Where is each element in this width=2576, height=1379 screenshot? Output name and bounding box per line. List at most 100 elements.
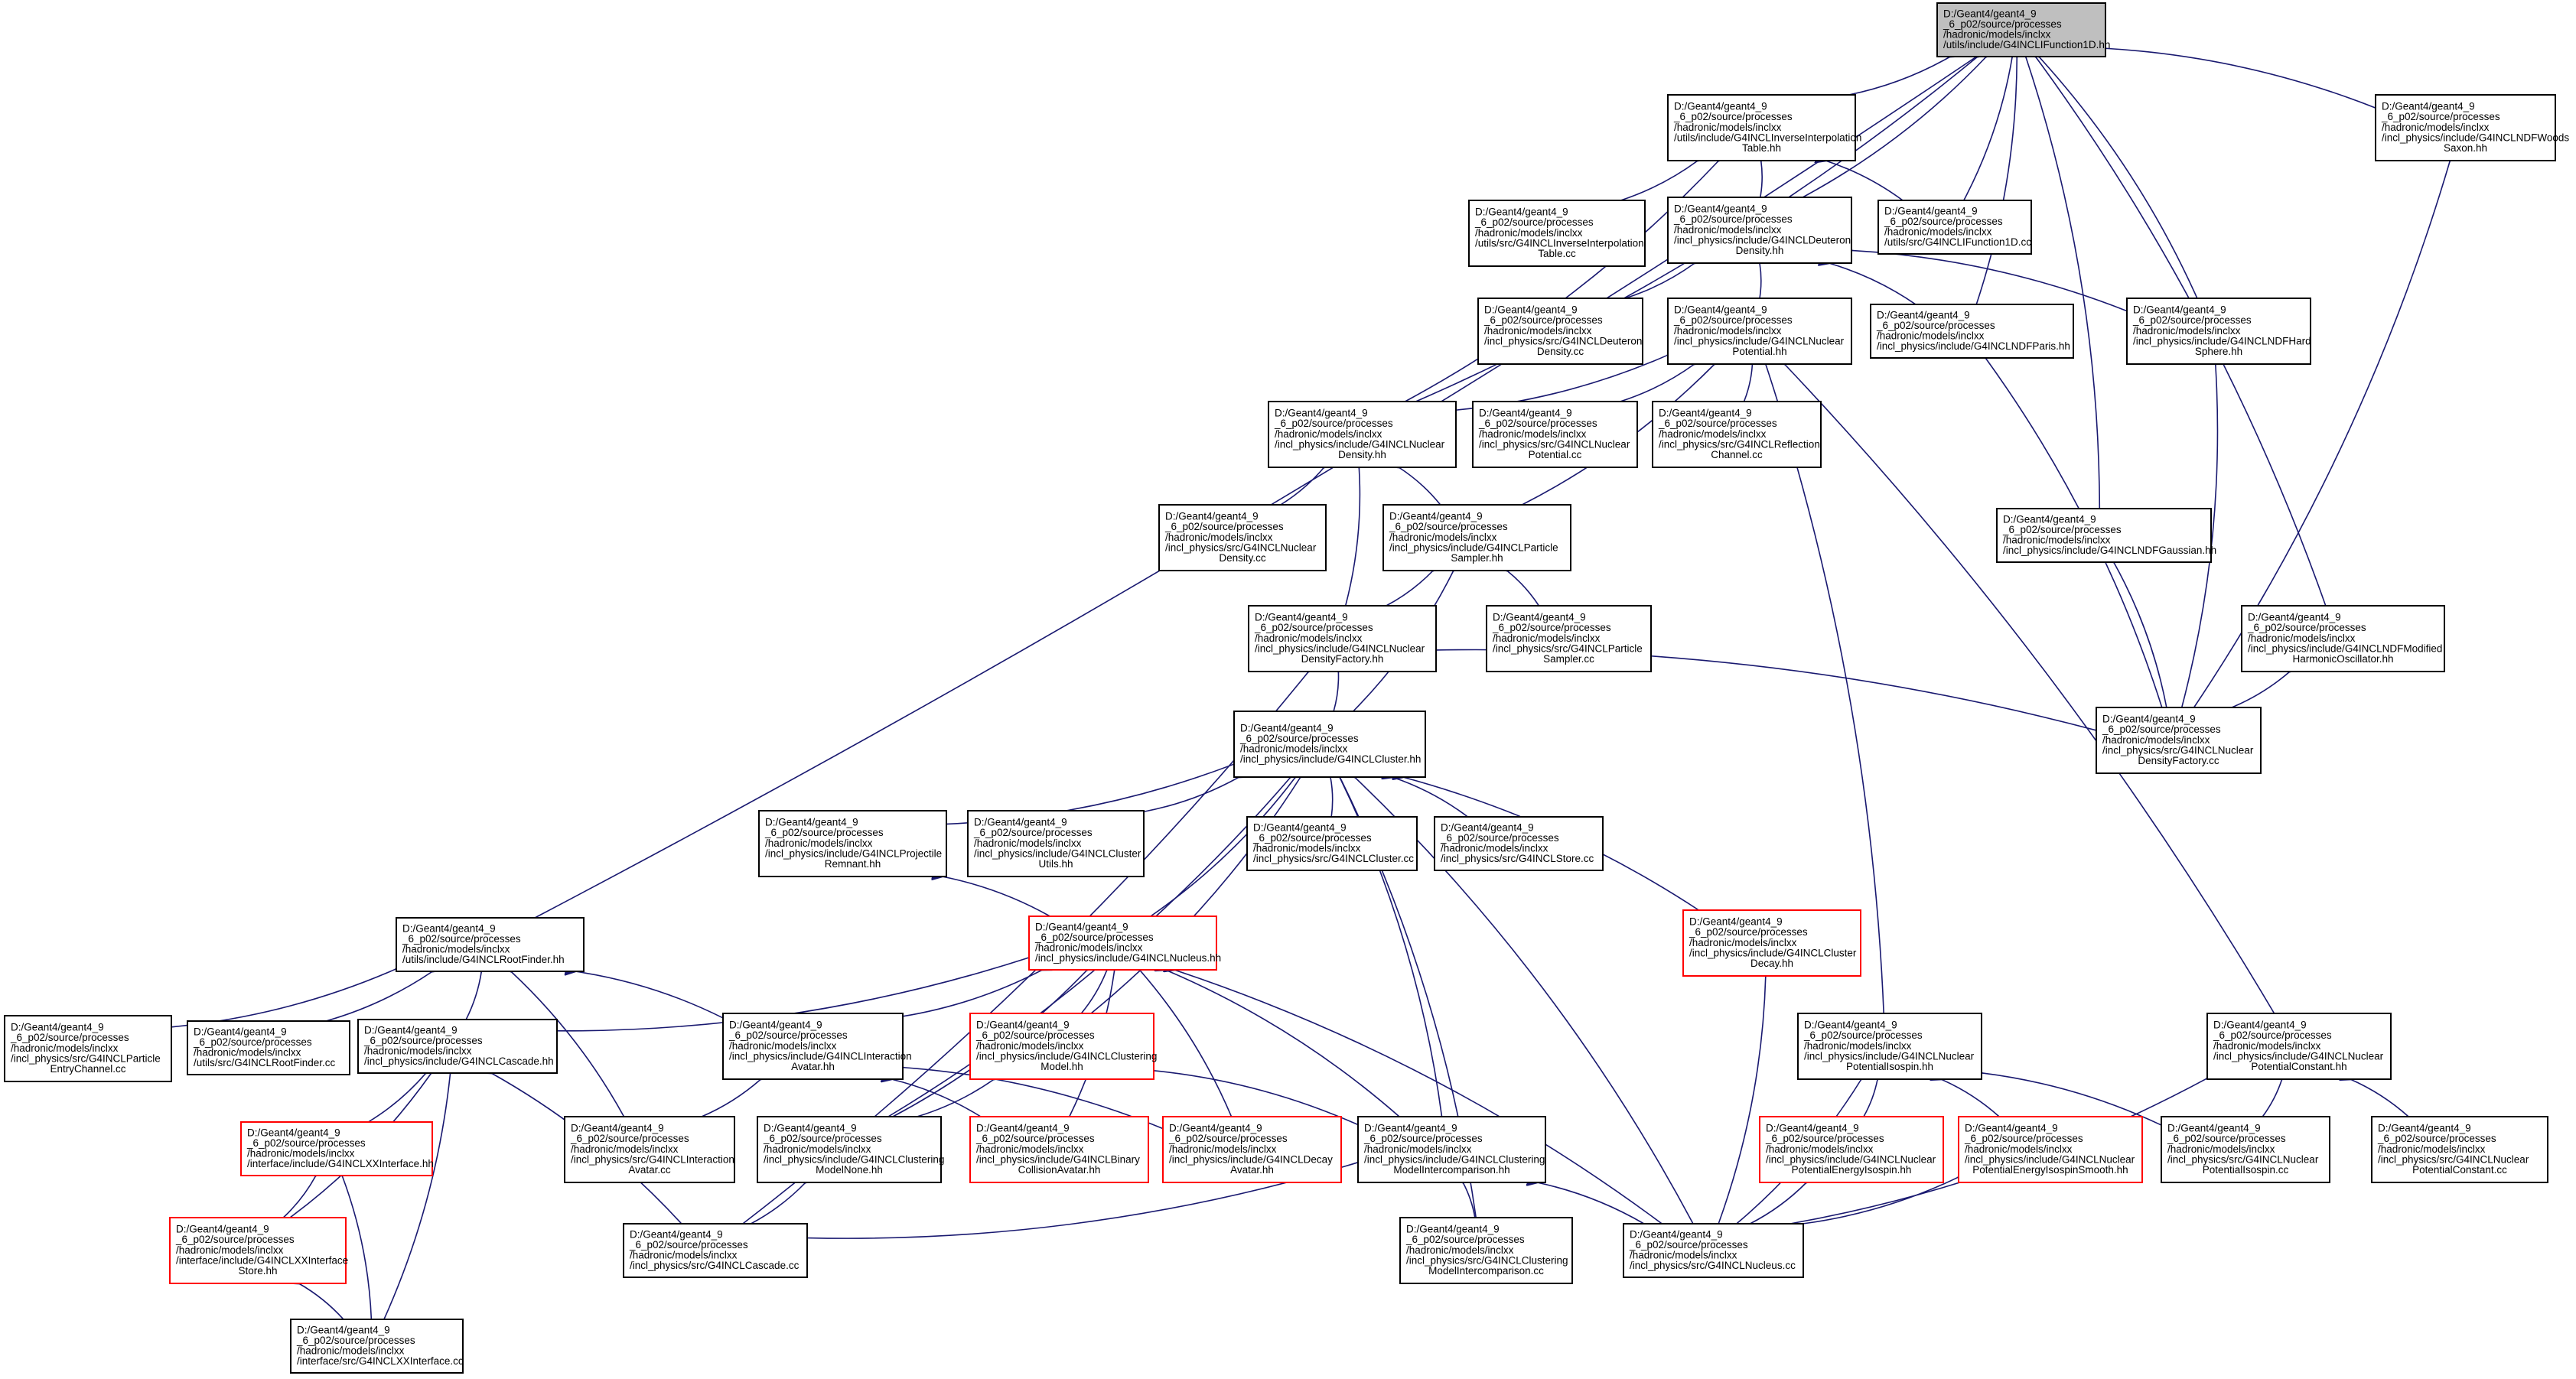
node-box[interactable]: [1797, 1013, 1982, 1080]
node-box[interactable]: [758, 810, 947, 877]
file-node-root[interactable]: D:/Geant4/geant4_9_6_p02/source/processe…: [1936, 2, 2110, 57]
node-box[interactable]: [357, 1019, 558, 1074]
file-node-denfac-cc[interactable]: D:/Geant4/geant4_9_6_p02/source/processe…: [2096, 707, 2262, 774]
file-node-psamp-cc[interactable]: D:/Geant4/geant4_9_6_p02/source/processe…: [1486, 605, 1652, 672]
node-box[interactable]: [396, 917, 585, 972]
file-node-denfac-hh[interactable]: D:/Geant4/geant4_9_6_p02/source/processe…: [1248, 605, 1437, 672]
node-box[interactable]: [1667, 298, 1852, 365]
file-node-invtab-cc[interactable]: D:/Geant4/geant4_9_6_p02/source/processe…: [1468, 200, 1646, 267]
node-box[interactable]: [1936, 2, 2106, 57]
node-box[interactable]: [2206, 1013, 2392, 1080]
file-node-ifunc-cc[interactable]: D:/Geant4/geant4_9_6_p02/source/processe…: [1877, 200, 2032, 255]
node-box[interactable]: [240, 1121, 433, 1176]
node-box[interactable]: [564, 1116, 735, 1183]
file-node-cascade-cc[interactable]: D:/Geant4/geant4_9_6_p02/source/processe…: [623, 1223, 808, 1278]
node-box[interactable]: [722, 1013, 904, 1080]
file-node-xxiface-cc[interactable]: D:/Geant4/geant4_9_6_p02/source/processe…: [290, 1319, 464, 1374]
file-node-ndfwoods-hh[interactable]: D:/Geant4/geant4_9_6_p02/source/processe…: [2375, 94, 2569, 161]
file-node-bincoll-hh[interactable]: D:/Geant4/geant4_9_6_p02/source/processe…: [969, 1116, 1149, 1183]
node-box[interactable]: [187, 1020, 350, 1075]
node-box[interactable]: [4, 1015, 172, 1082]
node-box[interactable]: [2161, 1116, 2330, 1183]
file-node-peisosm-hh[interactable]: D:/Geant4/geant4_9_6_p02/source/processe…: [1958, 1116, 2143, 1183]
node-box[interactable]: [169, 1217, 347, 1284]
node-box[interactable]: [1248, 605, 1437, 672]
node-box[interactable]: [1996, 508, 2212, 563]
file-node-clmic-hh[interactable]: D:/Geant4/geant4_9_6_p02/source/processe…: [1357, 1116, 1546, 1183]
node-box[interactable]: [1667, 94, 1856, 161]
file-node-rootfind-hh[interactable]: D:/Geant4/geant4_9_6_p02/source/processe…: [396, 917, 585, 972]
node-box[interactable]: [1667, 197, 1852, 264]
file-node-potconst-cc[interactable]: D:/Geant4/geant4_9_6_p02/source/processe…: [2371, 1116, 2548, 1183]
file-node-psamp-hh[interactable]: D:/Geant4/geant4_9_6_p02/source/processe…: [1382, 504, 1571, 571]
node-box[interactable]: [1158, 504, 1327, 571]
node-box[interactable]: [2375, 94, 2556, 161]
file-node-ndfhard-hh[interactable]: D:/Geant4/geant4_9_6_p02/source/processe…: [2126, 298, 2311, 365]
node-box[interactable]: [969, 1013, 1154, 1080]
node-box[interactable]: [1357, 1116, 1546, 1183]
node-box[interactable]: [1477, 298, 1643, 365]
file-node-projrem-hh[interactable]: D:/Geant4/geant4_9_6_p02/source/processe…: [758, 810, 947, 877]
node-box[interactable]: [1162, 1116, 1342, 1183]
node-box[interactable]: [1399, 1217, 1573, 1284]
node-box[interactable]: [623, 1223, 808, 1278]
node-box[interactable]: [1877, 200, 2032, 255]
node-box[interactable]: [1468, 200, 1646, 267]
node-box[interactable]: [1028, 916, 1217, 971]
file-node-clmnone-hh[interactable]: D:/Geant4/geant4_9_6_p02/source/processe…: [757, 1116, 944, 1183]
file-node-interav-cc[interactable]: D:/Geant4/geant4_9_6_p02/source/processe…: [564, 1116, 735, 1183]
node-box[interactable]: [1472, 401, 1638, 468]
node-box[interactable]: [1682, 909, 1861, 977]
file-node-nucleus-cc[interactable]: D:/Geant4/geant4_9_6_p02/source/processe…: [1623, 1223, 1804, 1278]
file-node-ndfmod-hh[interactable]: D:/Geant4/geant4_9_6_p02/source/processe…: [2241, 605, 2445, 672]
file-node-clmodel-hh[interactable]: D:/Geant4/geant4_9_6_p02/source/processe…: [969, 1013, 1157, 1080]
file-node-clutil-hh[interactable]: D:/Geant4/geant4_9_6_p02/source/processe…: [967, 810, 1145, 877]
file-node-peiso-hh[interactable]: D:/Geant4/geant4_9_6_p02/source/processe…: [1759, 1116, 1944, 1183]
file-node-cascade-hh[interactable]: D:/Geant4/geant4_9_6_p02/source/processe…: [357, 1019, 558, 1074]
file-node-potiso-cc[interactable]: D:/Geant4/geant4_9_6_p02/source/processe…: [2161, 1116, 2330, 1183]
file-node-nucden-hh[interactable]: D:/Geant4/geant4_9_6_p02/source/processe…: [1268, 401, 1457, 468]
node-box[interactable]: [1246, 816, 1418, 871]
file-node-cluster-cc[interactable]: D:/Geant4/geant4_9_6_p02/source/processe…: [1246, 816, 1418, 871]
node-box[interactable]: [290, 1319, 464, 1374]
node-box[interactable]: [2241, 605, 2445, 672]
file-node-store-cc[interactable]: D:/Geant4/geant4_9_6_p02/source/processe…: [1434, 816, 1604, 871]
node-box[interactable]: [1268, 401, 1457, 468]
file-node-nucpot-cc[interactable]: D:/Geant4/geant4_9_6_p02/source/processe…: [1472, 401, 1638, 468]
file-node-xxstore-hh[interactable]: D:/Geant4/geant4_9_6_p02/source/processe…: [169, 1217, 348, 1284]
file-node-cluster-hh[interactable]: D:/Geant4/geant4_9_6_p02/source/processe…: [1233, 711, 1426, 778]
file-node-invtab-hh[interactable]: D:/Geant4/geant4_9_6_p02/source/processe…: [1667, 94, 1861, 161]
file-node-decayav-hh[interactable]: D:/Geant4/geant4_9_6_p02/source/processe…: [1162, 1116, 1342, 1183]
file-node-clmic-cc[interactable]: D:/Geant4/geant4_9_6_p02/source/processe…: [1399, 1217, 1573, 1284]
node-box[interactable]: [2371, 1116, 2548, 1183]
file-node-xxiface-hh[interactable]: D:/Geant4/geant4_9_6_p02/source/processe…: [240, 1121, 434, 1176]
file-node-pentry-cc[interactable]: D:/Geant4/geant4_9_6_p02/source/processe…: [4, 1015, 172, 1082]
node-box[interactable]: [1870, 304, 2074, 359]
file-node-deut-cc[interactable]: D:/Geant4/geant4_9_6_p02/source/processe…: [1477, 298, 1643, 365]
node-box[interactable]: [1233, 711, 1426, 778]
file-node-ndfparis-hh[interactable]: D:/Geant4/geant4_9_6_p02/source/processe…: [1870, 304, 2074, 359]
node-box[interactable]: [1486, 605, 1652, 672]
file-node-cldecay-hh[interactable]: D:/Geant4/geant4_9_6_p02/source/processe…: [1682, 909, 1861, 977]
file-node-nucden-cc[interactable]: D:/Geant4/geant4_9_6_p02/source/processe…: [1158, 504, 1327, 571]
file-node-interav-hh[interactable]: D:/Geant4/geant4_9_6_p02/source/processe…: [722, 1013, 912, 1080]
node-box[interactable]: [967, 810, 1145, 877]
node-box[interactable]: [1382, 504, 1571, 571]
node-box[interactable]: [969, 1116, 1149, 1183]
node-box[interactable]: [1434, 816, 1604, 871]
file-node-ndfgauss-hh[interactable]: D:/Geant4/geant4_9_6_p02/source/processe…: [1996, 508, 2216, 563]
node-box[interactable]: [1958, 1116, 2143, 1183]
file-node-refl-cc[interactable]: D:/Geant4/geant4_9_6_p02/source/processe…: [1652, 401, 1822, 468]
node-box[interactable]: [1623, 1223, 1804, 1278]
node-box[interactable]: [1759, 1116, 1944, 1183]
node-box[interactable]: [1652, 401, 1822, 468]
file-node-deut-hh[interactable]: D:/Geant4/geant4_9_6_p02/source/processe…: [1667, 197, 1852, 264]
node-box[interactable]: [2126, 298, 2311, 365]
file-node-nucleus-hh[interactable]: D:/Geant4/geant4_9_6_p02/source/processe…: [1028, 916, 1221, 971]
file-node-rootfind-cc[interactable]: D:/Geant4/geant4_9_6_p02/source/processe…: [187, 1020, 350, 1075]
file-node-potconst-hh[interactable]: D:/Geant4/geant4_9_6_p02/source/processe…: [2206, 1013, 2392, 1080]
node-box[interactable]: [2096, 707, 2262, 774]
file-node-potiso-hh[interactable]: D:/Geant4/geant4_9_6_p02/source/processe…: [1797, 1013, 1982, 1080]
file-node-nucpot-hh[interactable]: D:/Geant4/geant4_9_6_p02/source/processe…: [1667, 298, 1852, 365]
node-box[interactable]: [757, 1116, 942, 1183]
